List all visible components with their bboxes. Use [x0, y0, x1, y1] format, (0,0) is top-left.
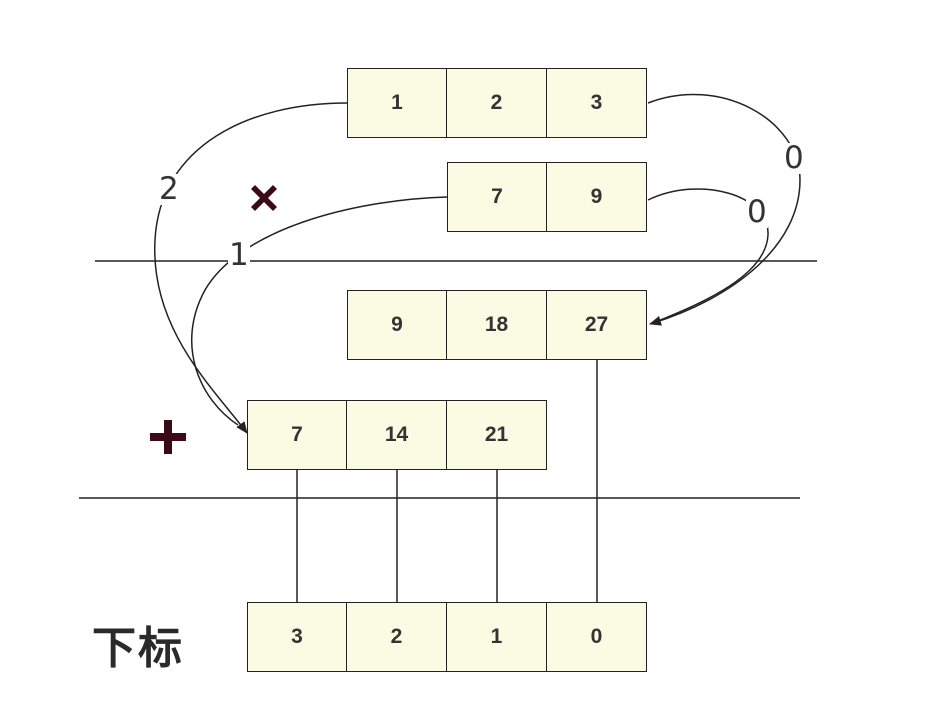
multiplier-cell: 9: [547, 162, 647, 232]
index-cell: 3: [247, 602, 347, 672]
partial-product-cell: 7: [247, 400, 347, 470]
shift-label-multiplier-right: 0: [746, 194, 768, 230]
multiplicand-cell: 3: [547, 68, 647, 138]
partial-product-cell: 9: [347, 290, 447, 360]
partial-product-row-9: 9 18 27: [347, 290, 647, 360]
index-cell: 1: [447, 602, 547, 672]
curve-multiplicand-to-partial-7: [154, 102, 348, 434]
plus-icon: [150, 420, 186, 454]
multiplicand-row: 1 2 3: [347, 68, 647, 138]
index-cell: 0: [547, 602, 647, 672]
shift-label-multiplier-left: 1: [228, 237, 250, 273]
multiplier-row: 7 9: [447, 162, 647, 232]
partial-product-cell: 14: [347, 400, 447, 470]
partial-product-cell: 18: [447, 290, 547, 360]
multiplicand-cell: 1: [347, 68, 447, 138]
shift-label-multiplicand-right: 0: [783, 140, 805, 176]
times-icon: [251, 185, 277, 211]
partial-product-cell: 27: [547, 290, 647, 360]
curve-multiplier-to-partial-7: [190, 196, 448, 426]
partial-product-cell: 21: [447, 400, 547, 470]
index-row: 3 2 1 0: [247, 602, 647, 672]
index-cell: 2: [347, 602, 447, 672]
shift-label-multiplicand-left: 2: [158, 171, 180, 207]
index-title: 下标: [92, 623, 184, 674]
multiplier-cell: 7: [447, 162, 547, 232]
curve-multiplicand-to-partial-9: [647, 93, 801, 326]
partial-product-row-7: 7 14 21: [247, 400, 547, 470]
curve-multiplier-to-partial-9: [647, 188, 769, 322]
multiplicand-cell: 2: [447, 68, 547, 138]
